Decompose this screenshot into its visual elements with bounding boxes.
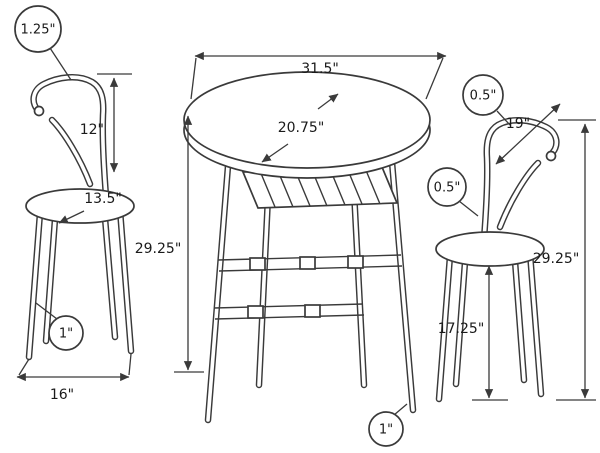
- table-leg-diameter-label: 1": [379, 423, 393, 438]
- left-chair-tube-diameter-label: 1.25": [21, 23, 56, 38]
- table-lower-rail: [213, 303, 365, 320]
- callout-circle: [427, 167, 467, 207]
- dim-right-chair-frame-tube: 0.5": [462, 74, 511, 126]
- callout-circle: [14, 5, 62, 53]
- dim-left-chair-tube: 1.25": [14, 5, 72, 81]
- callout-circle: [462, 74, 504, 116]
- right-chair-back-curl: [545, 150, 557, 162]
- dim-table-depth: 20.75": [261, 93, 339, 163]
- right-chair-support-tube-label: 0.5": [434, 181, 461, 196]
- right-chair-height-label: 29.25": [533, 251, 580, 267]
- table-upper-rail: [217, 254, 403, 272]
- left-chair-width-label: 16": [50, 387, 74, 403]
- left-chair-backrest-height-label: 12": [80, 122, 104, 138]
- dim-left-chair-seat-diameter: 13.5": [58, 191, 122, 224]
- left-chair-seat: [25, 188, 135, 224]
- dim-table-length: 31.5": [190, 51, 447, 100]
- dim-right-chair-seat-height: 17.25": [438, 265, 508, 401]
- table-height-label: 29.25": [135, 241, 182, 257]
- dim-right-chair-support-tube: 0.5": [427, 167, 479, 217]
- left-chair-seat-diameter-label: 13.5": [84, 191, 122, 207]
- dim-left-chair-backrest-height: 12": [80, 73, 132, 173]
- left-chair-back-curl: [33, 105, 45, 117]
- right-chair-seat: [435, 231, 545, 267]
- right-chair-backrest-width-label: 19": [506, 116, 530, 132]
- dim-table-height: 29.25": [135, 115, 204, 373]
- left-chair-leg-diameter-label: 1": [59, 327, 73, 342]
- left-chair-drawing: [25, 77, 135, 357]
- callout-circle: [48, 315, 84, 351]
- dim-left-chair-width: 16": [16, 353, 132, 403]
- table-depth-label: 20.75": [278, 120, 325, 136]
- right-chair-frame-tube-label: 0.5": [470, 89, 497, 104]
- right-chair-seat-height-label: 17.25": [438, 321, 485, 337]
- table-length-label: 31.5": [301, 61, 339, 77]
- dim-right-chair-height: 29.25": [533, 119, 596, 401]
- dim-table-leg-diameter: 1": [368, 403, 408, 447]
- table-drawing: [183, 71, 431, 420]
- callout-circle: [368, 411, 404, 447]
- dim-right-chair-backrest-width: 19": [495, 103, 561, 165]
- dim-left-chair-leg-diameter: 1": [35, 302, 84, 351]
